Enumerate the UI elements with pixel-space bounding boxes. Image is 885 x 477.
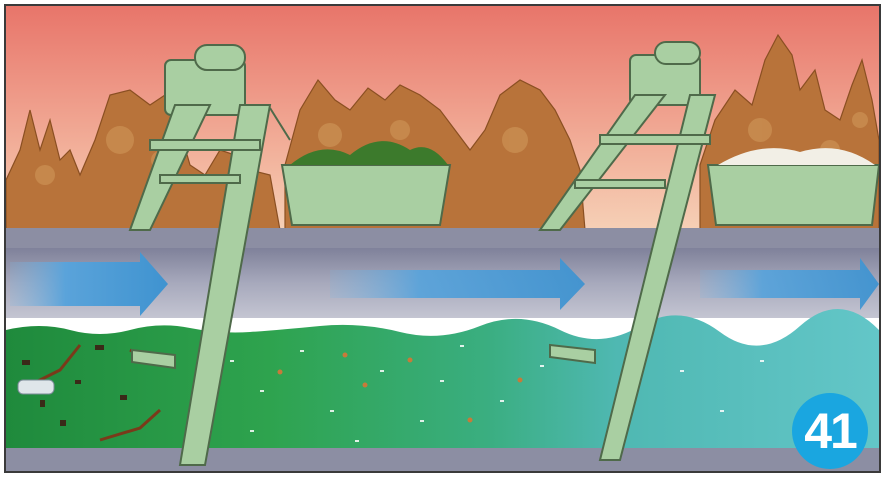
collection-bin-icon xyxy=(708,148,879,225)
figure-number-badge: 41 xyxy=(792,393,868,469)
channel-floor xyxy=(6,448,879,471)
